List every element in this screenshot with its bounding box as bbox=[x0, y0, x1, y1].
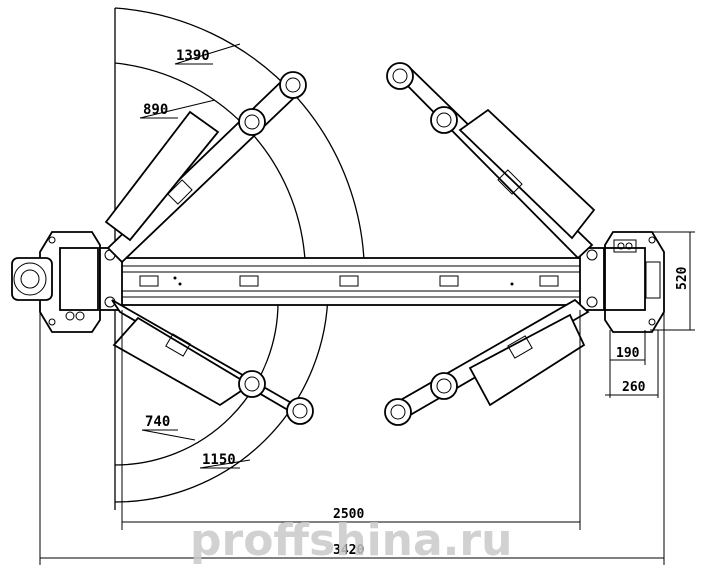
label-740: 740 bbox=[145, 414, 170, 430]
label-190: 190 bbox=[616, 346, 640, 361]
label-1390: 1390 bbox=[176, 48, 210, 64]
label-2500: 2500 bbox=[333, 507, 364, 522]
label-520: 520 bbox=[675, 266, 690, 290]
arc-1150 bbox=[114, 289, 329, 503]
crossbar-beam bbox=[94, 257, 606, 306]
arm-bottom-right bbox=[384, 298, 590, 426]
label-260: 260 bbox=[622, 380, 646, 395]
label-1150: 1150 bbox=[202, 452, 236, 468]
right-post bbox=[579, 231, 665, 333]
arm-top-right bbox=[386, 62, 596, 260]
arc-740 bbox=[114, 299, 279, 466]
arc-1390 bbox=[114, 7, 366, 292]
watermark: proffshina.ru bbox=[190, 515, 512, 566]
left-post bbox=[11, 231, 123, 333]
label-890: 890 bbox=[143, 102, 168, 118]
label-3420: 3420 bbox=[333, 543, 364, 558]
arm-bottom-left bbox=[111, 299, 314, 425]
arm-top-left bbox=[104, 71, 307, 264]
dimension-lines bbox=[39, 43, 695, 565]
